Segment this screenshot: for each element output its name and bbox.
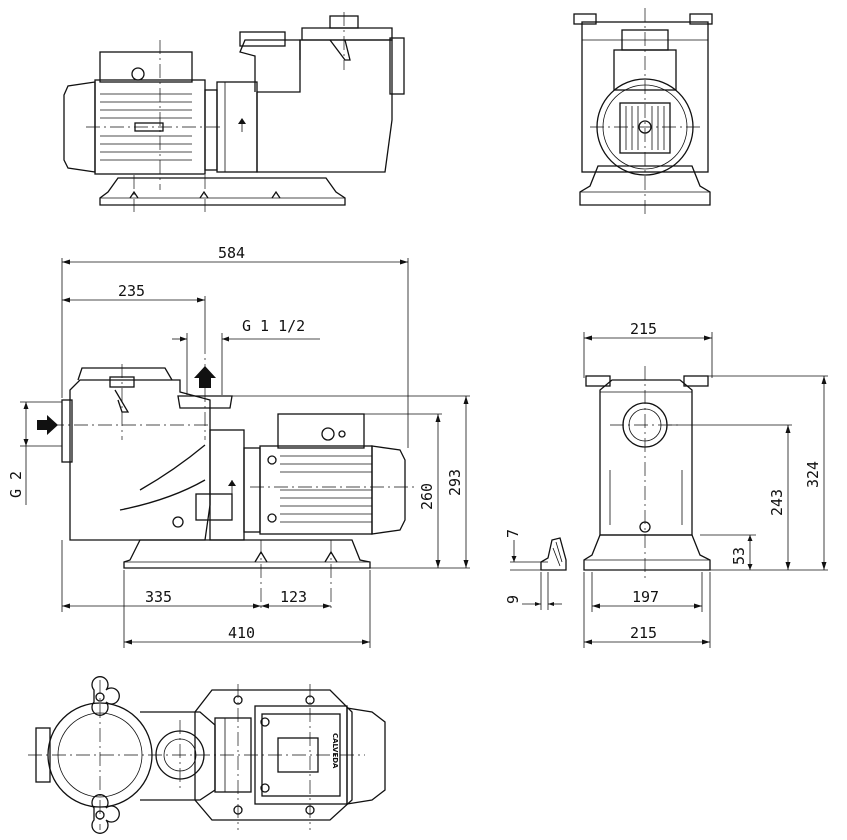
dim-235: 235: [118, 282, 145, 300]
plan-view: CALVEDA: [28, 676, 386, 834]
dim-7: 7: [504, 529, 522, 538]
dim-293: 293: [446, 469, 464, 496]
dim-335: 335: [145, 588, 172, 606]
dim-53: 53: [730, 547, 748, 565]
dim-324: 324: [804, 461, 822, 488]
outlet-arrow-icon: [194, 366, 216, 388]
dim-260: 260: [418, 483, 436, 510]
dim-410: 410: [228, 624, 255, 642]
motor-fins: [100, 93, 192, 161]
dim-g-1-1-2: G 1 1/2: [242, 317, 305, 335]
fan-grille: [625, 106, 665, 150]
dim-197: 197: [632, 588, 659, 606]
dim-123: 123: [280, 588, 307, 606]
end-view-top: [573, 8, 713, 215]
dim-243: 243: [768, 489, 786, 516]
end-view-dimensioned: 215 243 324 53 197 215: [583, 320, 828, 648]
motor-fins: [280, 455, 372, 523]
dim-215-top: 215: [630, 320, 657, 338]
side-view-top: [63, 12, 405, 212]
inlet-arrow-icon: [37, 415, 58, 435]
dim-584: 584: [218, 244, 245, 262]
front-view-dimensioned: 584 235 G 1 1/2 G 2 260 293 33: [7, 244, 470, 648]
motor-brand-label: CALVEDA: [331, 733, 339, 769]
foot-detail: 7 9: [504, 529, 567, 610]
dim-g-2: G 2: [7, 471, 25, 498]
dim-215-bottom: 215: [630, 624, 657, 642]
dim-9: 9: [504, 595, 522, 604]
